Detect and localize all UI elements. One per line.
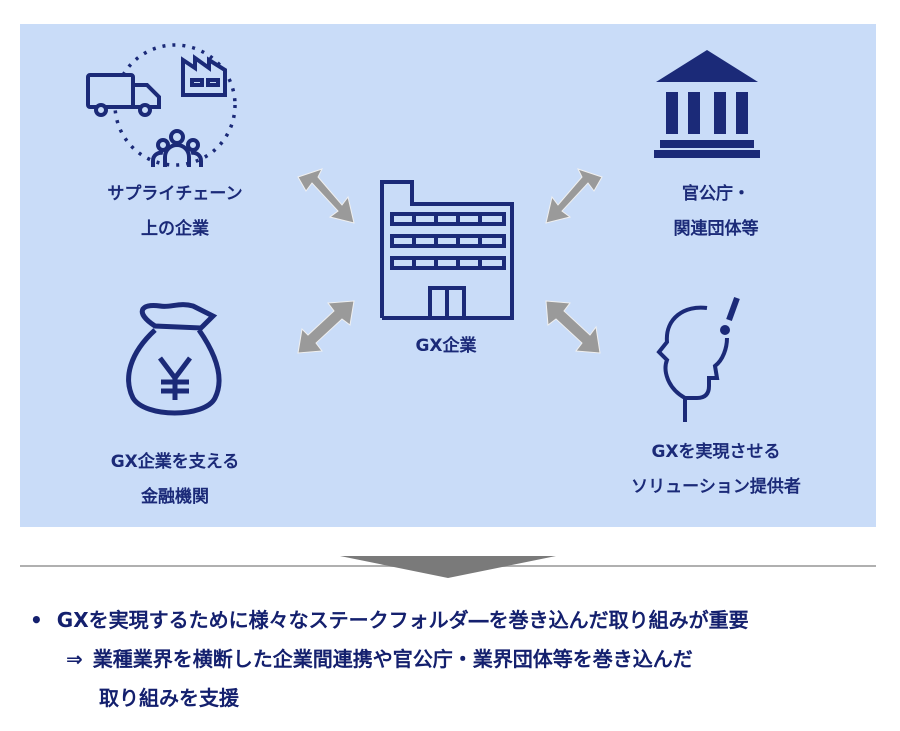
solution-label-line2: ソリューション提供者 — [631, 477, 801, 497]
government-building-icon — [654, 50, 760, 158]
government-label-line2: 関連団体等 — [673, 219, 759, 239]
supply-chain-label: サプライチェーン 上の企業 — [65, 177, 285, 247]
summary-text-1: GXを実現するために様々なステークフォルダ―を巻き込んだ取り組みが重要 — [56, 608, 749, 632]
bullet-icon: • — [30, 608, 43, 632]
supply-chain-icon — [86, 43, 237, 167]
money-bag-yen-icon — [126, 302, 222, 416]
double-arrow-icon — [545, 300, 601, 354]
government-label: 官公庁・ 関連団体等 — [606, 177, 826, 247]
solution-label-line1: GXを実現させる — [651, 442, 781, 462]
double-arrow-icon — [297, 300, 355, 354]
office-building-icon — [380, 180, 514, 320]
government-label-line1: 官公庁・ — [682, 184, 750, 204]
summary-line-3: 取り組みを支援 — [99, 686, 239, 710]
down-arrow-icon — [340, 556, 556, 578]
gx-company-label: GX企業 — [415, 336, 477, 356]
solution-provider-label: GXを実現させる ソリューション提供者 — [606, 435, 826, 505]
summary-line-1: • GXを実現するために様々なステークフォルダ―を巻き込んだ取り組みが重要 — [30, 604, 749, 633]
finance-label-line1: GX企業を支える — [110, 452, 240, 472]
supply-chain-label-line1: サプライチェーン — [107, 184, 243, 204]
supply-chain-label-line2: 上の企業 — [141, 219, 209, 239]
summary-text-2: 業種業界を横断した企業間連携や官公庁・業界団体等を巻き込んだ — [92, 647, 693, 671]
stakeholder-diagram-panel — [20, 24, 876, 527]
double-arrow-icon — [297, 168, 355, 224]
head-insight-icon — [656, 296, 740, 422]
summary-line-2: ⇒ 業種業界を横断した企業間連携や官公庁・業界団体等を巻き込んだ — [66, 643, 693, 672]
finance-label: GX企業を支える 金融機関 — [65, 445, 285, 515]
finance-label-line2: 金融機関 — [141, 487, 209, 507]
implies-arrow-icon: ⇒ — [66, 647, 83, 671]
double-arrow-icon — [545, 168, 603, 224]
